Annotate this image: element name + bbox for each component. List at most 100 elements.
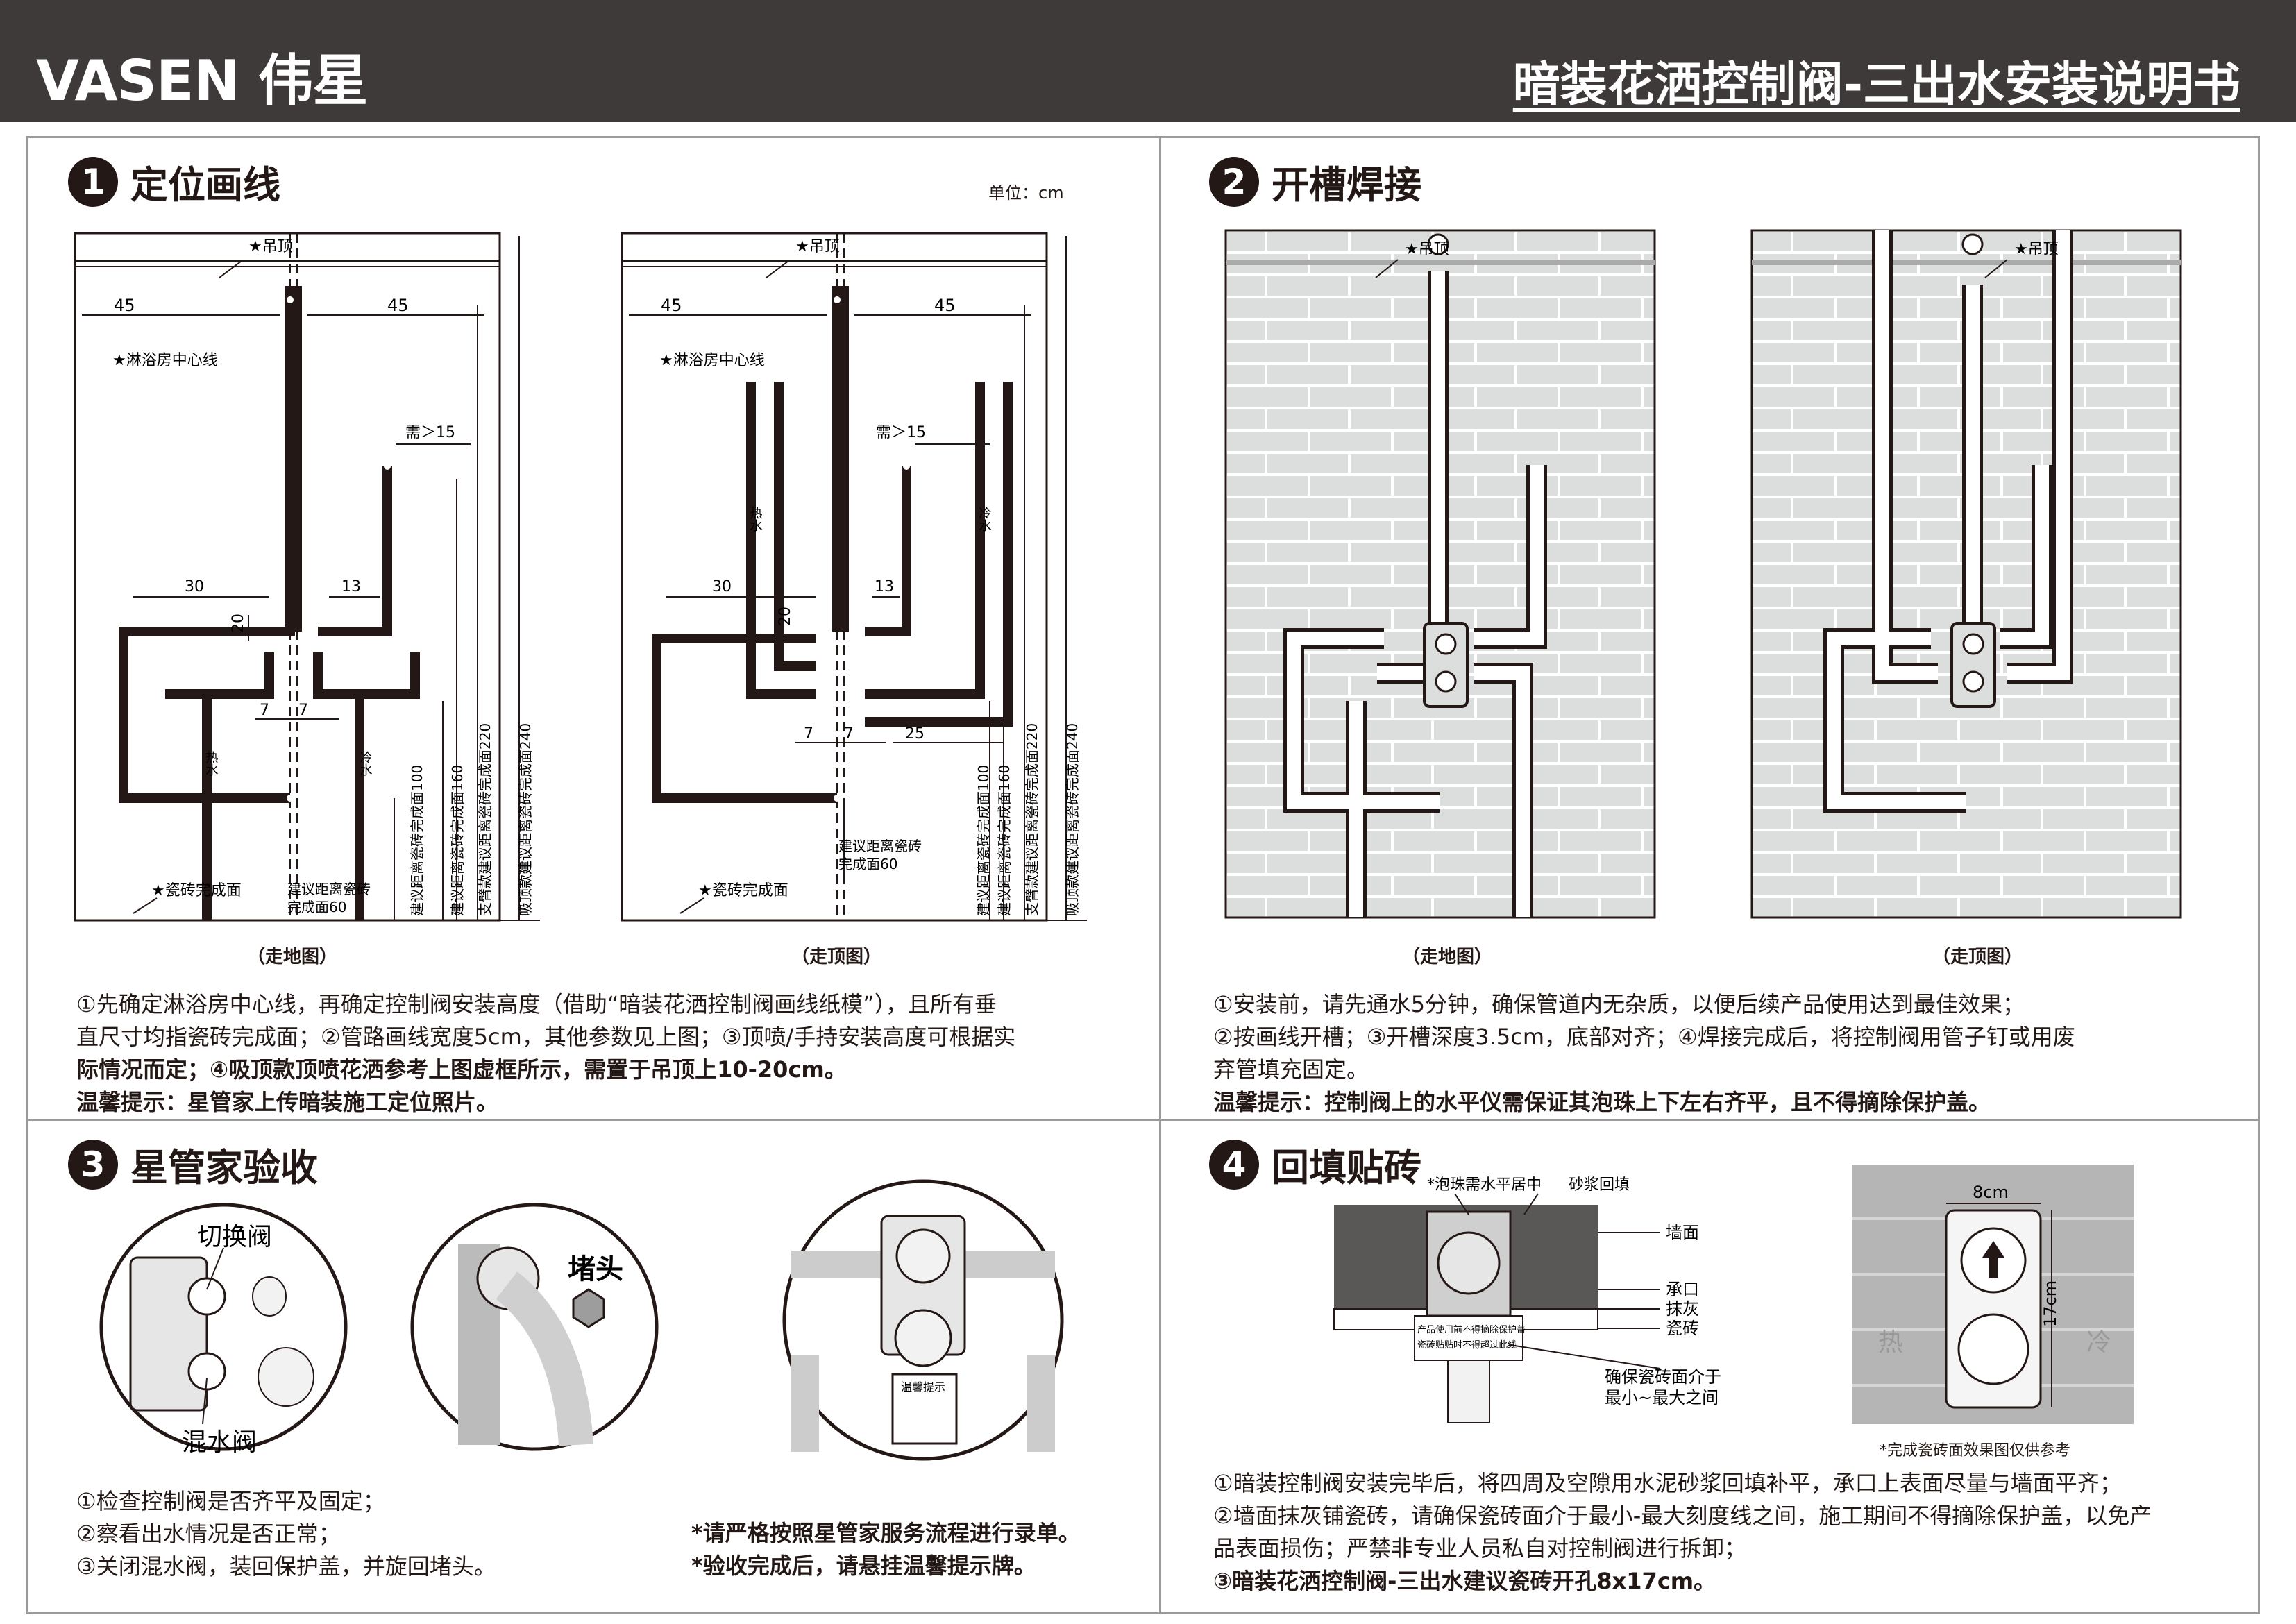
height-17cm: 17cm (2041, 1280, 2060, 1327)
sec1-left-caption: （走地图） (247, 947, 338, 967)
cold-water-label-2: 冷水 (977, 507, 992, 532)
width-7-b: 7 (298, 702, 308, 719)
width-45-left: 45 (114, 296, 135, 315)
width-13-2: 13 (875, 578, 894, 595)
wall-label: 墙面 (1666, 1223, 1699, 1242)
height-20: 20 (230, 614, 247, 633)
content-frame (26, 136, 2260, 1614)
height-220-2: 支臂款建议距离瓷砖完成面220 (1024, 723, 1040, 916)
need-15-label: 需＞15 (405, 424, 455, 441)
sec1-notes: ①先确定淋浴房中心线，再确定控制阀安装高度（借助“暗装花洒控制阀画线纸模”），且… (76, 988, 1015, 1119)
socket-label: 承口 (1666, 1280, 1699, 1299)
sec3-note-4: *请严格按照星管家服务流程进行录单。 (691, 1520, 1081, 1546)
section-2-title: 开槽焊接 (1272, 163, 1421, 207)
sec2-note-3: 弃管填充固定。 (1213, 1056, 1369, 1083)
width-45-left-2: 45 (661, 296, 682, 315)
section-2-number: 2 (1209, 156, 1259, 207)
section-4-title: 回填贴砖 (1272, 1146, 1421, 1190)
tile-60-line2: 完成面60 (287, 899, 346, 915)
width-30: 30 (185, 578, 204, 595)
sec4-note-4: ③暗装花洒控制阀-三出水建议瓷砖开孔8x17cm。 (1213, 1568, 1716, 1594)
sec1-note-2: 直尺寸均指瓷砖完成面；②管路画线宽度5cm，其他参数见上图；③顶喷/手持安装高度… (76, 1024, 1016, 1050)
header-bar (0, 0, 2296, 122)
tile-60-line2-2: 完成面60 (838, 856, 897, 872)
valve-detail-illustration: 切换阀 混水阀 (99, 1203, 348, 1457)
section-4-number: 4 (1209, 1139, 1259, 1190)
width-7-d: 7 (844, 725, 854, 743)
bubble-label: *泡珠需水平居中 (1427, 1176, 1542, 1194)
ensure-tile-line2: 最小~最大之间 (1605, 1388, 1719, 1407)
width-7-c: 7 (804, 725, 813, 743)
sec3-note-3: ③关闭混水阀，装回保护盖，并旋回堵头。 (76, 1553, 496, 1580)
section-2-heading: 2 开槽焊接 (1209, 154, 1421, 209)
section-1-number: 1 (68, 156, 118, 207)
ceiling-label: ★吊顶 (248, 238, 293, 255)
backfill-section-drawing: *泡珠需水平居中 砂浆回填 墙面 承口 抹灰 瓷砖 确保瓷砖面介于 最小~最大之… (1333, 1176, 1721, 1423)
width-7-a: 7 (260, 702, 269, 719)
center-line-label: ★淋浴房中心线 (112, 352, 218, 369)
height-160-2: 建议距离瓷砖完成面160 (996, 765, 1013, 916)
reminder-tag-title: 温馨提示 (901, 1380, 945, 1394)
floor-route-drawing: ★吊顶 45 45 ★淋浴房中心线 需＞15 30 13 20 7 7 热水 冷… (74, 232, 540, 922)
height-240-2: 吸顶款建议距离瓷砖完成面240 (1064, 723, 1081, 916)
cover-tag-line1: 产品使用前不得摘除保护盖 (1417, 1324, 1526, 1335)
hot-water-label-2: 热水 (748, 507, 763, 532)
section-1-title: 定位画线 (130, 163, 280, 207)
mix-valve-label: 混水阀 (182, 1428, 257, 1457)
section-1-heading: 1 定位画线 (68, 154, 280, 209)
sec3-notes-2: *请严格按照星管家服务流程进行录单。 *验收完成后，请悬挂温馨提示牌。 (691, 1517, 1081, 1582)
cold-water-label: 冷水 (358, 751, 373, 776)
section-4-heading: 4 回填贴砖 (1209, 1137, 1421, 1192)
tile-60-line1: 建议距离瓷砖 (287, 881, 371, 897)
weld-ceiling-label: ★吊顶 (1405, 241, 1449, 258)
width-45-right-2: 45 (934, 296, 956, 315)
sec3-notes: ①检查控制阀是否齐平及固定； ②察看出水情况是否正常； ③关闭混水阀，装回保护盖… (76, 1485, 496, 1583)
sec2-note-1: ①安装前，请先通水5分钟，确保管道内无杂质，以便后续产品使用达到最佳效果； (1213, 991, 2025, 1017)
ceiling-label-2: ★吊顶 (795, 238, 840, 255)
tile-60-line1-2: 建议距离瓷砖 (838, 838, 922, 854)
sec2-tip: 温馨提示：控制阀上的水平仪需保证其泡珠上下左右齐平，且不得摘除保护盖。 (1213, 1089, 1991, 1115)
sec2-notes: ①安装前，请先通水5分钟，确保管道内无杂质，以便后续产品使用达到最佳效果； ②按… (1213, 988, 2075, 1119)
cold-mark: 冷 (2086, 1328, 2111, 1357)
welded-ceiling-route: ★吊顶 (1750, 229, 2182, 919)
sec3-note-5: *验收完成后，请悬挂温馨提示牌。 (691, 1553, 1036, 1579)
mortar-label: 砂浆回填 (1569, 1176, 1630, 1194)
height-100-2: 建议距离瓷砖完成面100 (975, 765, 992, 916)
plaster-label: 抹灰 (1666, 1299, 1699, 1319)
ensure-tile-line1: 确保瓷砖面介于 (1605, 1367, 1721, 1387)
switch-valve-label: 切换阀 (197, 1223, 272, 1251)
sec2-right-caption: （走顶图） (1932, 947, 2023, 967)
width-30-2: 30 (712, 578, 732, 595)
plug-detail-illustration: 堵头 (410, 1203, 659, 1451)
document-title: 暗装花洒控制阀-三出水安装说明书 (1512, 58, 2240, 112)
hot-water-label: 热水 (204, 751, 219, 776)
tile-floor-label: ★瓷砖完成面 (151, 882, 242, 899)
unit-label: 单位：cm (988, 183, 1064, 203)
height-20-2: 20 (777, 607, 794, 626)
weld-ceiling-label-2: ★吊顶 (2014, 241, 2059, 258)
width-25: 25 (905, 725, 925, 743)
finished-tile-photo: 8cm 17cm 热 冷 (1852, 1165, 2134, 1424)
width-13: 13 (341, 578, 361, 595)
welded-floor-route: ★吊顶 (1224, 229, 1656, 919)
sec3-note-1: ①检查控制阀是否齐平及固定； (76, 1488, 385, 1514)
height-220: 支臂款建议距离瓷砖完成面220 (477, 723, 493, 916)
horizontal-divider (26, 1119, 2260, 1121)
tile-label: 瓷砖 (1666, 1319, 1699, 1338)
sec4-notes: ①暗装控制阀安装完毕后，将四周及空隙用水泥砂浆回填补平，承口上表面尽量与墙面平齐… (1213, 1467, 2152, 1598)
cover-tag-line2: 瓷砖贴贴时不得超过此线 (1417, 1339, 1517, 1351)
tile-floor-label-2: ★瓷砖完成面 (698, 882, 788, 899)
plug-label: 堵头 (568, 1253, 623, 1285)
width-8cm: 8cm (1973, 1183, 2009, 1202)
sec1-note-1: ①先确定淋浴房中心线，再确定控制阀安装高度（借助“暗装花洒控制阀画线纸模”），且… (76, 991, 997, 1017)
sec1-right-caption: （走顶图） (791, 947, 882, 967)
sec4-note-1: ①暗装控制阀安装完毕后，将四周及空隙用水泥砂浆回填补平，承口上表面尽量与墙面平齐… (1213, 1470, 2122, 1496)
center-line-label-2: ★淋浴房中心线 (659, 352, 765, 369)
sec3-note-2: ②察看出水情况是否正常； (76, 1521, 341, 1547)
section-3-title: 星管家验收 (130, 1146, 318, 1190)
section-3-number: 3 (68, 1139, 118, 1190)
brand-logo: VASEN 伟星 (36, 49, 368, 113)
photo-caption: *完成瓷砖面效果图仅供参考 (1880, 1442, 2071, 1460)
sec2-note-2: ②按画线开槽；③开槽深度3.5cm，底部对齐；④焊接完成后，将控制阀用管子钉或用… (1213, 1024, 2075, 1050)
vertical-divider (1159, 136, 1161, 1614)
